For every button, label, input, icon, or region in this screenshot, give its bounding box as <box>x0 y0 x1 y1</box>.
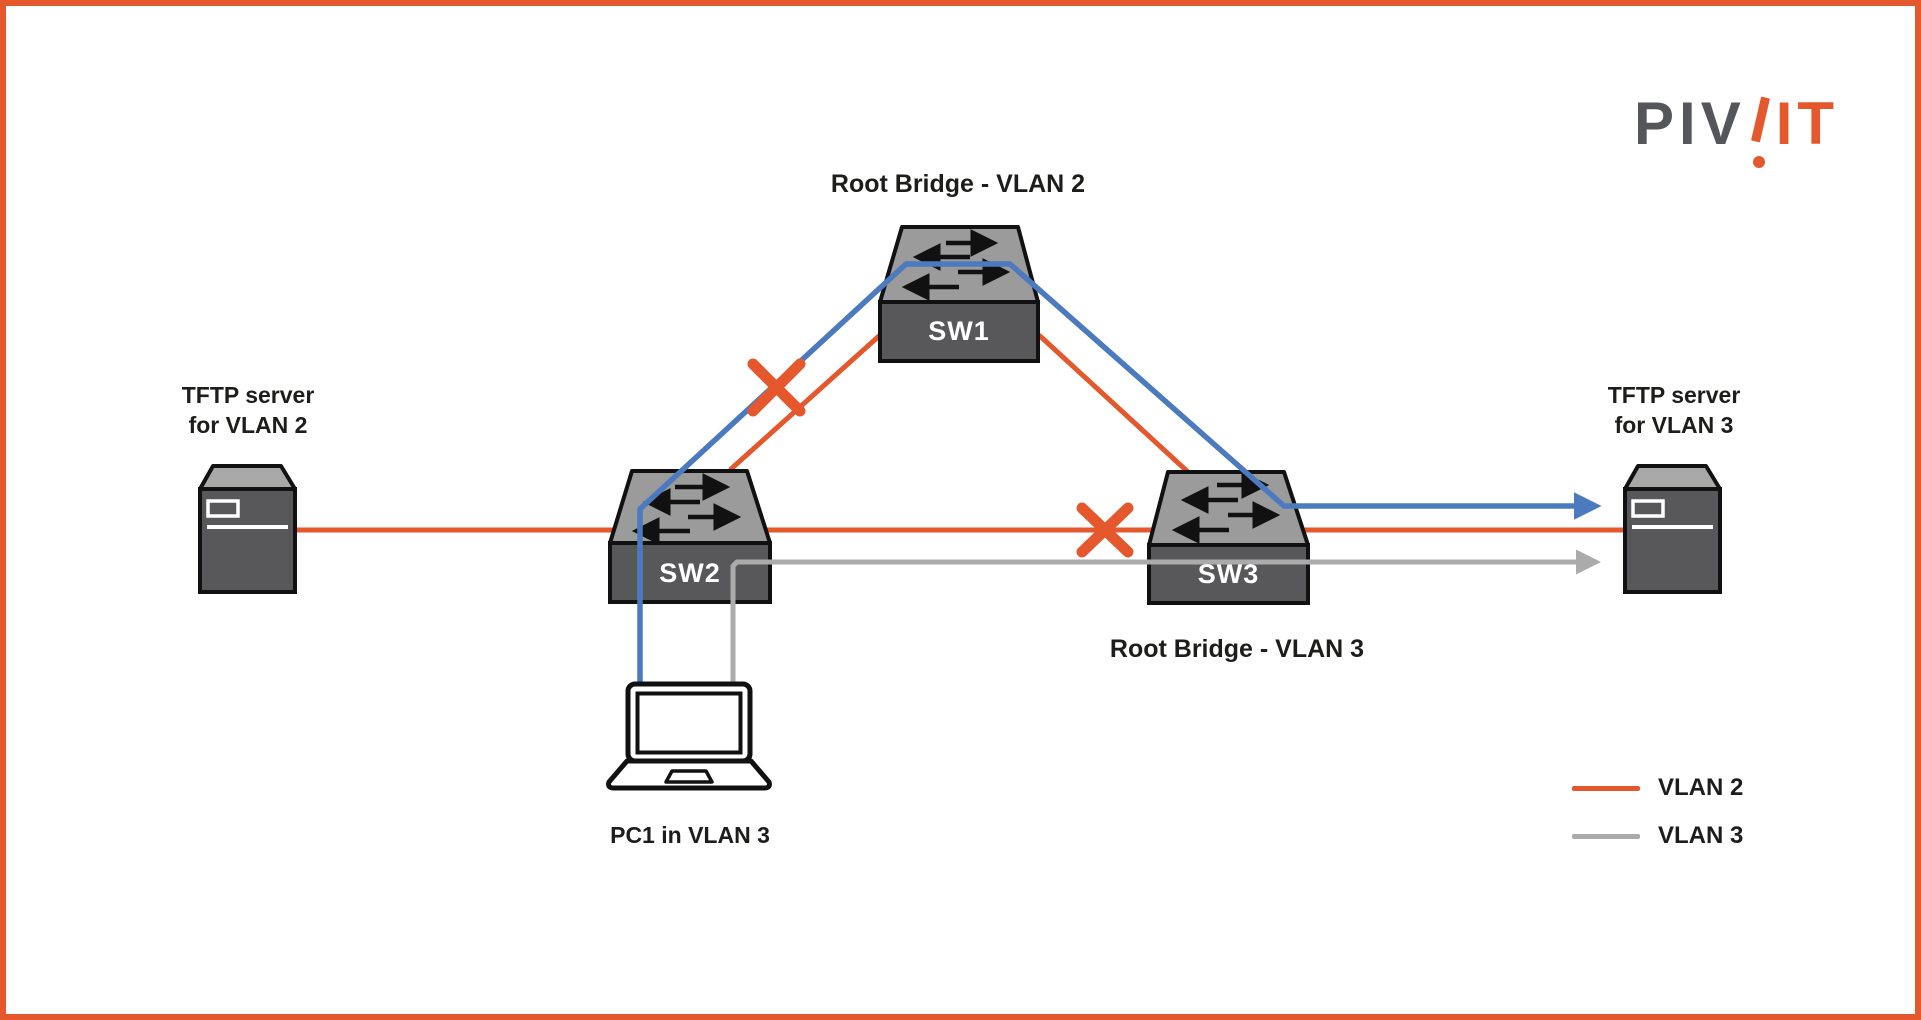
caption-tftp-server-vlan2: TFTP server for VLAN 2 <box>98 380 398 440</box>
tftp-server-vlan2-icon <box>198 464 297 594</box>
legend-swatch-vlan2 <box>1572 785 1640 791</box>
pivit-logo: PIV IT <box>1634 94 1839 174</box>
tftp-vlan3-line2: for VLAN 3 <box>1614 412 1734 438</box>
legend-item-vlan3: VLAN 3 <box>1572 822 1743 850</box>
legend: VLAN 2 VLAN 3 <box>1572 774 1743 870</box>
switch-sw2-icon <box>608 469 772 604</box>
switch-sw1-label: SW1 <box>928 316 990 346</box>
pivit-exclamation-icon <box>1747 94 1773 174</box>
legend-label-vlan3: VLAN 3 <box>1658 822 1744 849</box>
traffic-path-blue <box>637 261 1602 685</box>
tftp-server-vlan3-icon <box>1623 464 1722 594</box>
pivit-logo-text-orange: IT <box>1775 90 1840 157</box>
sw2-port-arrows <box>631 473 742 545</box>
blocked-x-icon-sw2-sw1 <box>747 358 806 417</box>
link-vlan3-path <box>730 549 1601 685</box>
pivit-logo-text-gray: PIV <box>1634 90 1746 157</box>
caption-root-bridge-vlan2: Root Bridge - VLAN 2 <box>830 170 1086 198</box>
legend-label-vlan2: VLAN 2 <box>1658 774 1744 801</box>
link-vlan2-sw1-sw3 <box>1037 333 1191 475</box>
tftp-vlan2-line1: TFTP server <box>181 382 315 408</box>
legend-swatch-vlan3 <box>1572 833 1640 839</box>
switch-sw3-label: SW3 <box>1197 559 1260 589</box>
blocked-link-x-icons <box>747 358 1134 558</box>
switch-sw2-label: SW2 <box>659 558 721 588</box>
sw1-port-arrows <box>901 229 1011 301</box>
tftp-vlan3-line1: TFTP server <box>1607 382 1741 408</box>
caption-tftp-server-vlan3: TFTP server for VLAN 3 <box>1524 380 1824 440</box>
pc1-laptop-icon <box>606 681 772 791</box>
link-vlan2-sw2-sw1 <box>728 333 882 472</box>
blocked-x-icon-sw2-sw3 <box>1076 502 1134 558</box>
caption-pc1: PC1 in VLAN 3 <box>610 822 770 848</box>
vlan2-links <box>292 333 1628 533</box>
caption-root-bridge-vlan3: Root Bridge - VLAN 3 <box>1109 635 1365 663</box>
server-slot <box>1631 499 1665 518</box>
legend-item-vlan2: VLAN 2 <box>1572 774 1743 802</box>
server-slot <box>206 499 240 518</box>
tftp-vlan2-line2: for VLAN 2 <box>188 412 308 438</box>
